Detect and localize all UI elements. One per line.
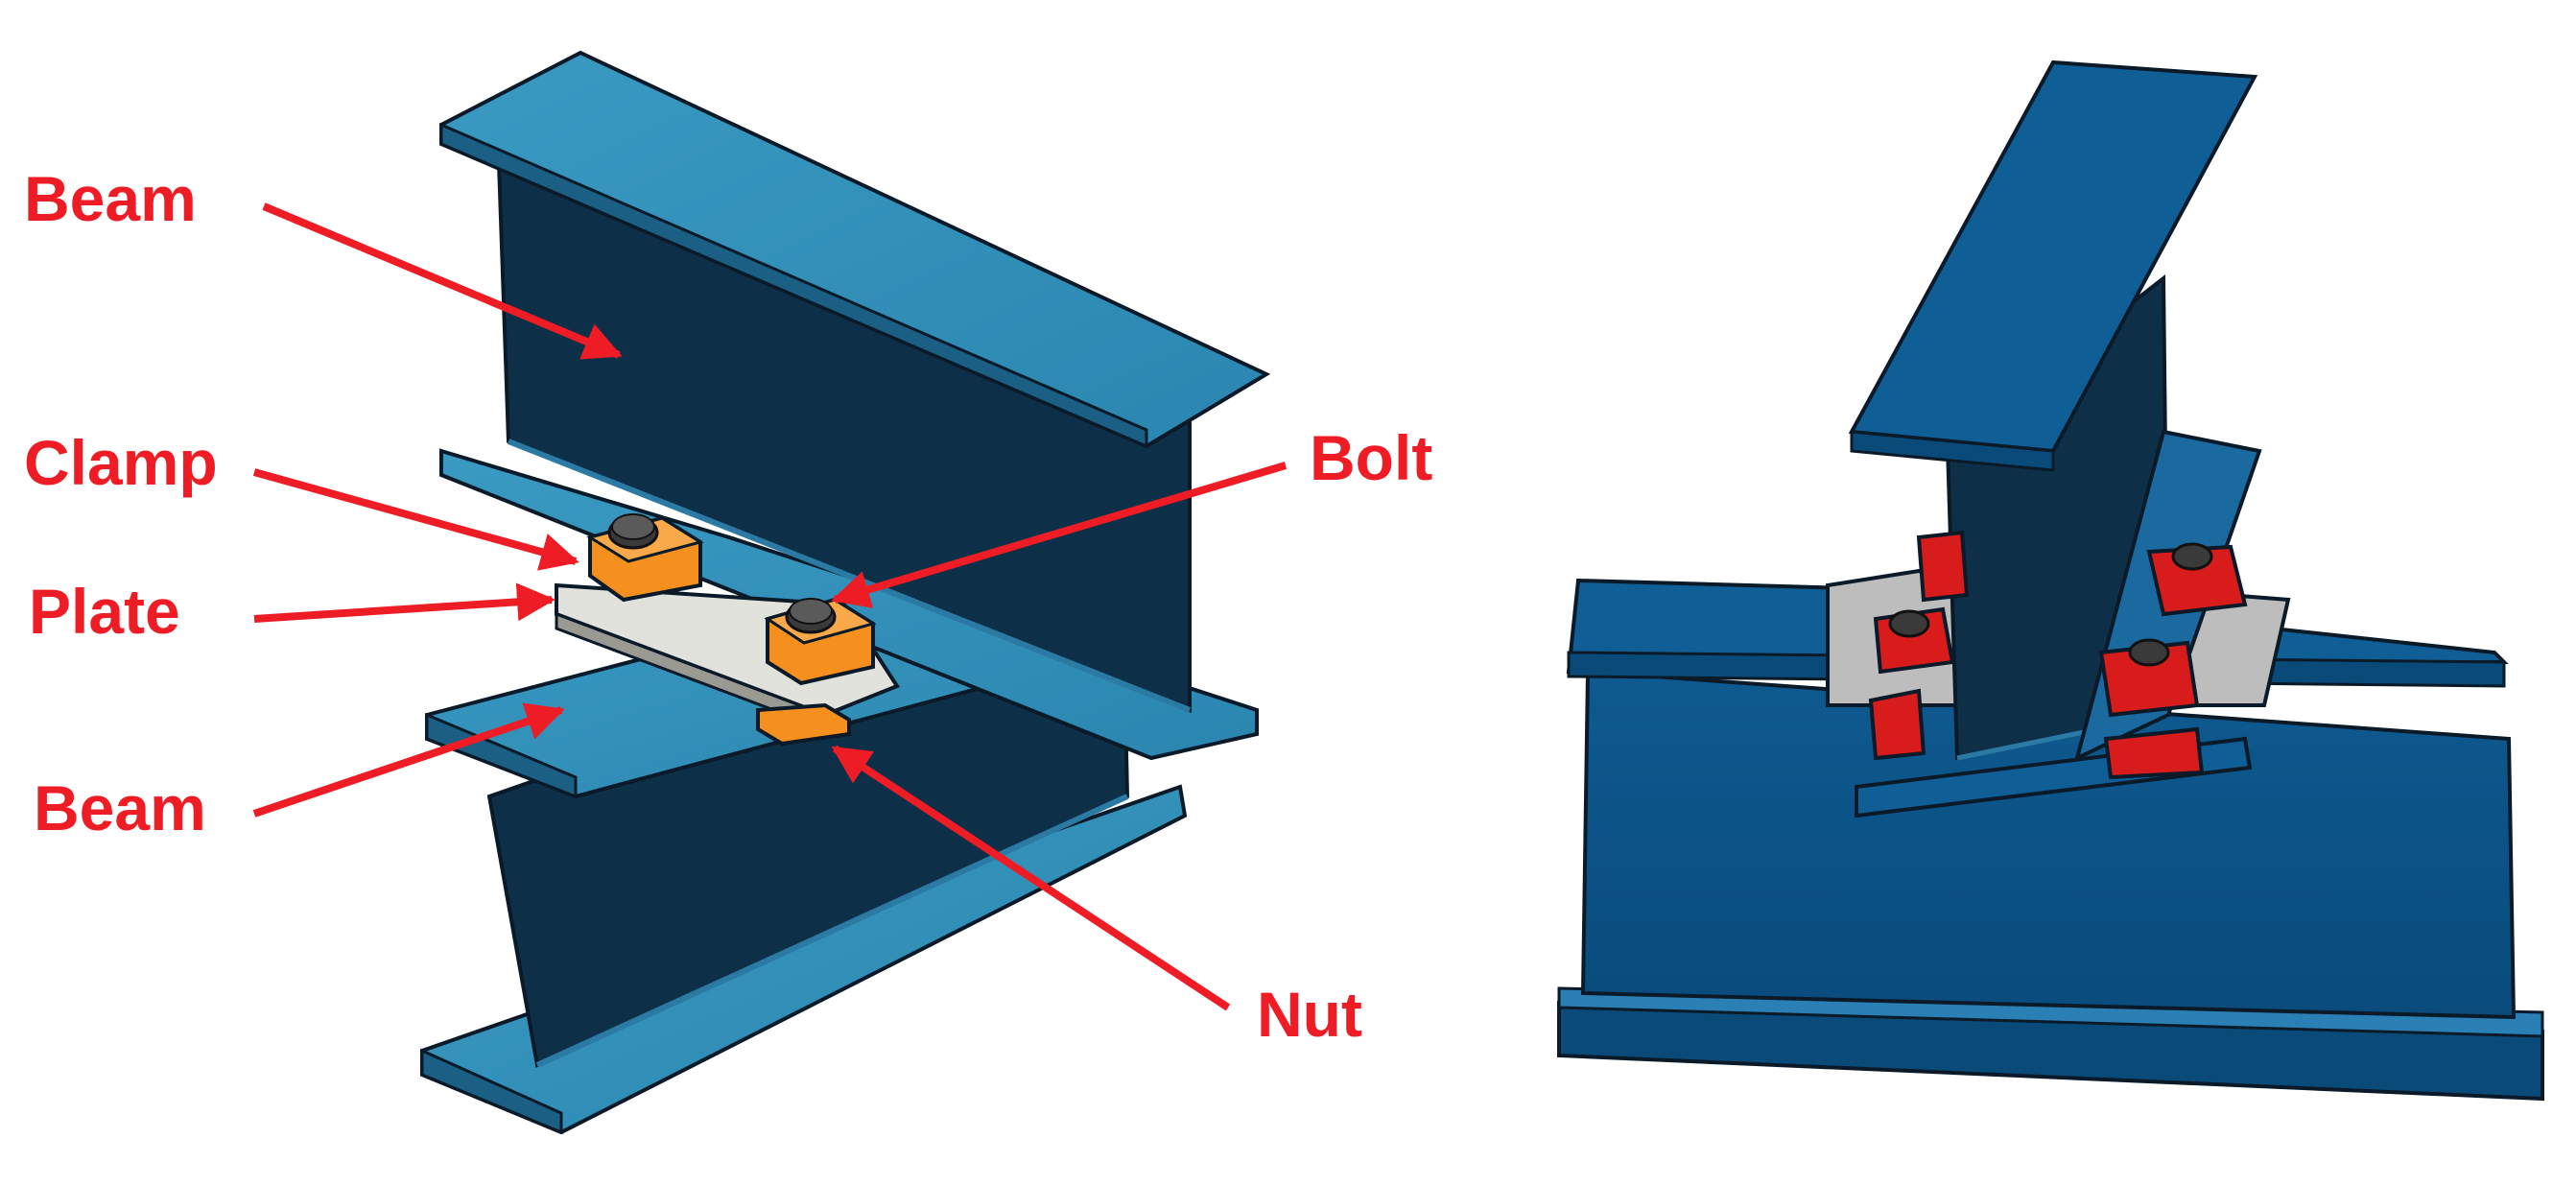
arrow-icon: [252, 702, 565, 818]
label-bolt: Bolt: [1310, 422, 1432, 493]
clamp-red-5: [1868, 688, 1926, 761]
label-beam-bottom: Beam: [34, 772, 206, 843]
arrow-icon: [253, 582, 555, 623]
label-nut: Nut: [1257, 979, 1362, 1050]
arrow-icon: [831, 462, 1288, 608]
label-plate: Plate: [29, 576, 180, 647]
clamp-red-4: [2098, 638, 2200, 718]
clamp-red-3: [2146, 542, 2248, 617]
arrow-icon: [831, 745, 1231, 1011]
clamp-red-2: [1916, 530, 1970, 603]
arrow-icon: [262, 202, 623, 360]
label-beam-top: Beam: [24, 163, 197, 234]
label-clamp: Clamp: [24, 427, 218, 498]
left-assembly: [420, 50, 1271, 1135]
clamp-red-6: [2103, 726, 2205, 780]
clamp-right: [764, 597, 877, 686]
annotations: Beam Clamp Plate Beam Bolt Nut: [24, 163, 1432, 1050]
clamp-left: [586, 513, 704, 603]
right-assembly: [1557, 59, 2544, 1102]
nut: [756, 702, 851, 747]
clamp-red-1: [1873, 606, 1955, 675]
arrow-icon: [252, 468, 579, 571]
